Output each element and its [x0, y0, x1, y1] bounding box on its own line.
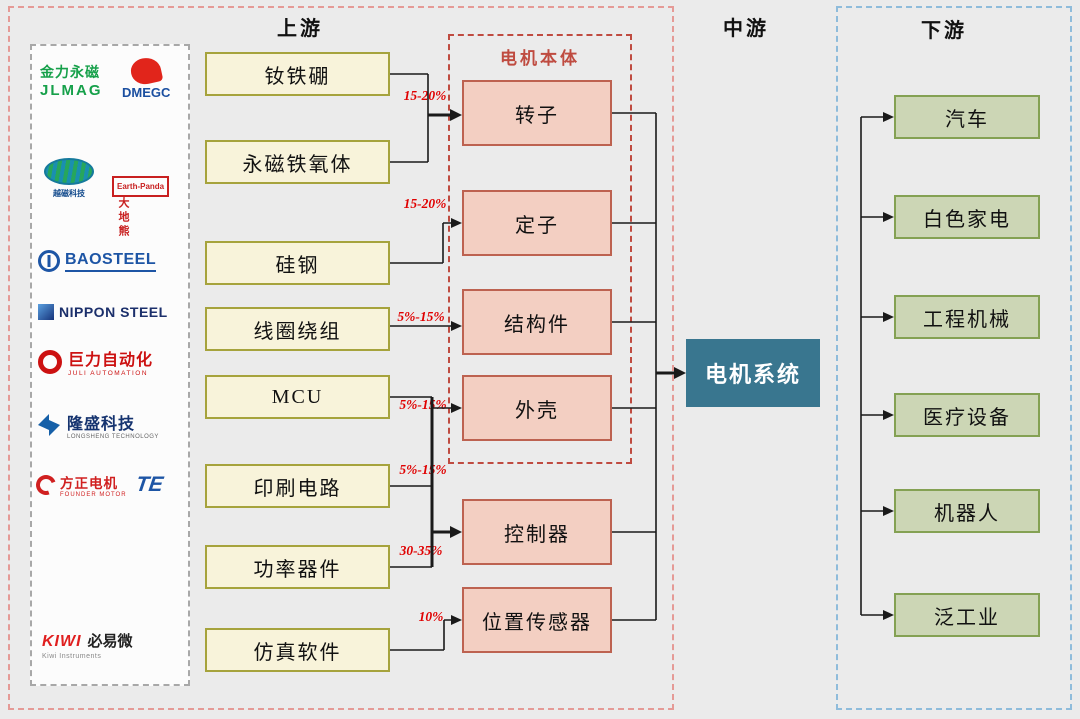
jlmag-wordmark: JLMAG: [40, 82, 103, 99]
founder-cn: 方正电机: [60, 476, 118, 491]
material-box-power-device: 功率器件: [205, 545, 390, 589]
app-box-automotive: 汽车: [894, 95, 1040, 139]
nippon-steel-icon: [38, 304, 54, 320]
dmegc-flame-icon: [128, 55, 164, 87]
sinomag-cn: 越磁科技: [53, 189, 85, 198]
logo-nippon-steel: NIPPON STEEL: [38, 304, 168, 320]
material-box-ndfeb: 钕铁硼: [205, 52, 390, 96]
app-box-pan-industry: 泛工业: [894, 593, 1040, 637]
motor-system-box: 电机系统: [686, 339, 820, 407]
founder-text: 方正电机 FOUNDER MOTOR: [60, 472, 127, 498]
founder-en: FOUNDER MOTOR: [60, 492, 127, 498]
logo-founder-motor: 方正电机 FOUNDER MOTOR TE: [32, 471, 165, 499]
percent-label: 15-20%: [403, 88, 447, 103]
logo-longsheng: 隆盛科技 LONGSHENG TECHNOLOGY: [36, 410, 159, 440]
downstream-title: 下游: [921, 20, 967, 42]
material-box-silicon-steel: 硅钢: [205, 241, 390, 285]
app-box-medical: 医疗设备: [894, 393, 1040, 437]
juli-text: 巨力自动化 JULI AUTOMATION: [68, 346, 153, 377]
material-box-simulation: 仿真软件: [205, 628, 390, 672]
longsheng-text: 隆盛科技 LONGSHENG TECHNOLOGY: [67, 410, 159, 440]
logo-kiwi: KIWI 必易微 Kiwi Instruments: [42, 630, 133, 660]
sinomag-globe-icon: [44, 158, 94, 185]
nippon-steel-wordmark: NIPPON STEEL: [59, 304, 168, 320]
juli-ring-icon: [38, 349, 62, 374]
jlmag-cn: 金力永磁: [40, 66, 100, 81]
part-box-position-sensor: 位置传感器: [462, 587, 612, 653]
part-box-structure: 结构件: [462, 289, 612, 355]
part-box-rotor: 转子: [462, 80, 612, 146]
motor-body-title: 电机本体: [500, 49, 580, 68]
percent-label: 30-35%: [399, 543, 443, 558]
percent-label: 15-20%: [403, 196, 447, 211]
percent-label: 5%-15%: [397, 309, 445, 324]
logo-jlmag: 金力永磁 JLMAG: [40, 62, 103, 99]
logo-dmegc: DMEGC: [122, 55, 171, 100]
app-box-appliances: 白色家电: [894, 195, 1040, 239]
app-box-machinery: 工程机械: [894, 295, 1040, 339]
percent-label: 5%-15%: [399, 462, 447, 477]
baosteel-wordmark: BAOSTEEL: [65, 251, 157, 272]
kiwi-wordmark: KIWI: [42, 633, 82, 650]
longsheng-en: LONGSHENG TECHNOLOGY: [67, 434, 159, 440]
percent-label: 10%: [418, 609, 444, 624]
midstream-title: 中游: [723, 18, 769, 40]
kiwi-sub: Kiwi Instruments: [42, 653, 102, 660]
material-box-mcu: MCU: [205, 375, 390, 419]
app-box-robot: 机器人: [894, 489, 1040, 533]
upstream-title: 上游: [277, 18, 323, 40]
material-box-pcb: 印刷电路: [205, 464, 390, 508]
logo-baosteel: BAOSTEEL: [38, 250, 157, 272]
founder-swirl-icon: [32, 471, 60, 499]
juli-cn: 巨力自动化: [68, 352, 154, 369]
baosteel-circle-icon: [38, 250, 60, 272]
upstream-region: [8, 6, 674, 710]
earth-panda-cn: 大地熊: [117, 197, 129, 239]
logo-panel: 金力永磁 JLMAG DMEGC 越磁科技 Earth-Panda 大地熊 BA…: [30, 44, 190, 686]
longsheng-cn: 隆盛科技: [67, 416, 136, 433]
founder-te-emblem-icon: TE: [134, 473, 165, 496]
part-box-controller: 控制器: [462, 499, 612, 565]
material-box-ferrite: 永磁铁氧体: [205, 140, 390, 184]
logo-earth-panda: Earth-Panda 大地熊: [112, 162, 188, 252]
material-box-coil-winding: 线圈绕组: [205, 307, 390, 351]
longsheng-diamond-icon: [38, 414, 60, 436]
percent-label: 5%-15%: [399, 397, 447, 412]
earth-panda-wordmark: Earth-Panda: [112, 176, 170, 197]
downstream-region: [836, 6, 1072, 710]
logo-juli: 巨力自动化 JULI AUTOMATION: [38, 346, 153, 377]
kiwi-cn: 必易微: [87, 634, 133, 650]
juli-en: JULI AUTOMATION: [68, 370, 149, 377]
part-box-stator: 定子: [462, 190, 612, 256]
logo-sinomag: 越磁科技: [44, 158, 94, 199]
part-box-housing: 外壳: [462, 375, 612, 441]
dmegc-wordmark: DMEGC: [122, 85, 171, 100]
